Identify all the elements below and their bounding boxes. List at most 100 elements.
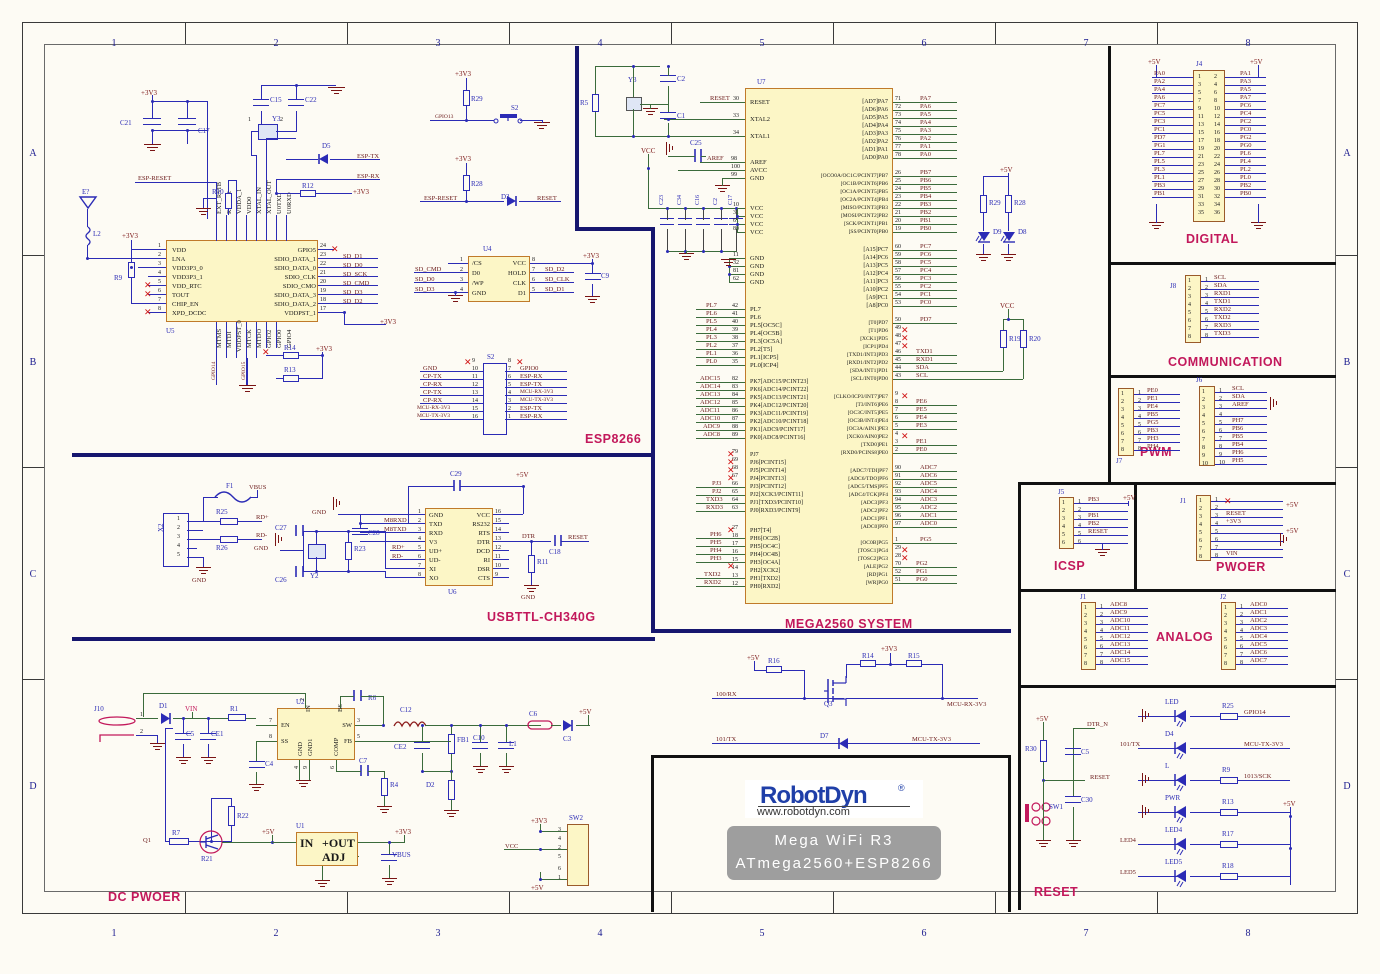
pin-number: 3 [158,261,161,267]
pin-number: 3 [1205,293,1208,299]
wire [1201,321,1259,322]
pin-number: 1 [1219,388,1222,394]
pin-number: 21 [1198,154,1204,160]
refdes-D2: C3 [563,735,572,743]
comm-connector-body[interactable] [1185,275,1201,343]
pin-label: PH2[XCK2] [750,568,781,574]
pin-number: 34 [1214,202,1220,208]
pin-number: 6 [1202,429,1205,435]
pin-number: 3 [1215,513,1218,519]
wire [1215,464,1267,465]
pin-label: SDIO_CLK [284,274,316,281]
frame-tick [671,892,672,914]
pin-number: 3 [508,398,511,404]
sw2-body[interactable] [567,824,589,886]
pin-label: [OC0B]PG5 [860,540,888,546]
refdes-J1-power: J1 [1180,497,1187,505]
pin-label: VCC [750,213,764,220]
net-label: PL5 [1154,158,1165,165]
net-label: SD_CMD [415,266,442,273]
block-title-reset: RESET [1034,885,1079,899]
pin-number: 1 [1100,604,1103,610]
net-label: RESET [1088,528,1108,535]
led-symbol [1174,710,1186,728]
wire [1225,101,1266,102]
power-rail: +3V3 [122,232,139,240]
pin-number: 86 [732,408,738,414]
esp-flash-chip [468,256,530,302]
pin-number: 5 [1138,422,1141,428]
pin-number: 12 [472,382,478,388]
pin-label: SDIO_DATA_0 [274,265,316,272]
digital-connector-body[interactable] [1193,70,1225,222]
pin-number: 16 [732,549,738,555]
wire [1190,748,1220,749]
pin-number: 5 [508,382,511,388]
pin-label: XTAL_IN [256,187,263,214]
pin-number: 20 [1214,146,1220,152]
net-label: AREF [707,155,724,162]
net-label: PC3 [1154,118,1166,125]
ldo-adj-label: ADJ [322,850,346,864]
wire [1201,281,1259,282]
wire [1225,93,1266,94]
net-label: PA3 [920,127,931,134]
pin-number: 5 [895,423,898,429]
pin-number: 39 [732,327,738,333]
power-connector-body[interactable] [1196,495,1211,561]
pushbutton-switch[interactable] [493,112,538,126]
pin-number: 64 [732,497,738,503]
wire [1220,748,1290,749]
refdes-C1: C1 [677,112,686,120]
pin-number: 6 [1078,539,1081,545]
divider-navy-vertical [575,46,579,231]
net-label: PG0 [1240,142,1252,149]
capacitor-C28 [352,528,368,539]
power-rail: +3V3 [353,188,370,196]
pin-label: LNA [172,256,186,263]
net-label: ADC15 [1110,657,1131,664]
refdes-R28-led: R28 [1014,199,1026,207]
power-rail: +3V3 [380,318,397,326]
pin-label: [AD7]PA7 [862,99,888,105]
pin-number: 94 [895,497,901,503]
column-label-2: 2 [273,38,279,49]
brand-url: www.robotdyn.com [757,806,850,818]
crystal-Y3 [258,124,278,140]
pin-label: PJ7 [750,452,759,458]
pin-number: 53 [895,300,901,306]
net-label: ADC6 [920,472,937,479]
refdes-C5: C5 [186,730,195,738]
pin-label: RESET [750,99,770,106]
robotdyn-logo-box [745,780,923,818]
net-label: 100/RX [716,691,737,698]
pin-number: 2 [1215,505,1218,511]
analog-connector-j2-body[interactable] [1221,602,1236,670]
pin-number: 25 [895,178,901,184]
pin-number: 99 [731,172,737,178]
tactile-switch-SW1[interactable] [1025,800,1059,832]
pin-number: 31 [1198,194,1204,200]
pin-number: 84 [732,392,738,398]
pwm-connector-j6-body[interactable] [1199,386,1215,466]
pin-number: 7 [1198,98,1201,104]
pin-number: 24 [320,243,326,249]
refdes-CE1: CE1 [211,730,224,738]
pwm-connector-j7-body[interactable] [1118,388,1134,456]
no-connect-icon: ✕ [144,280,152,290]
pin-number: 9 [1198,106,1201,112]
refdes-R22: R7 [172,829,181,837]
no-connect-icon: ✕ [901,431,909,441]
wire [1211,525,1283,526]
pin-label: SS [281,738,289,745]
refdes-Y3: Y3 [272,115,281,123]
analog-connector-j1-body[interactable] [1081,602,1096,670]
frame-tick [995,892,996,914]
net-label: PC2 [920,283,932,290]
refdes-R14: R14 [284,344,296,352]
pin-number: 65 [732,489,738,495]
pin-number: 15 [732,557,738,563]
resistor [1220,841,1238,848]
led-D9 [975,232,990,243]
icsp-connector-body[interactable] [1059,497,1074,549]
